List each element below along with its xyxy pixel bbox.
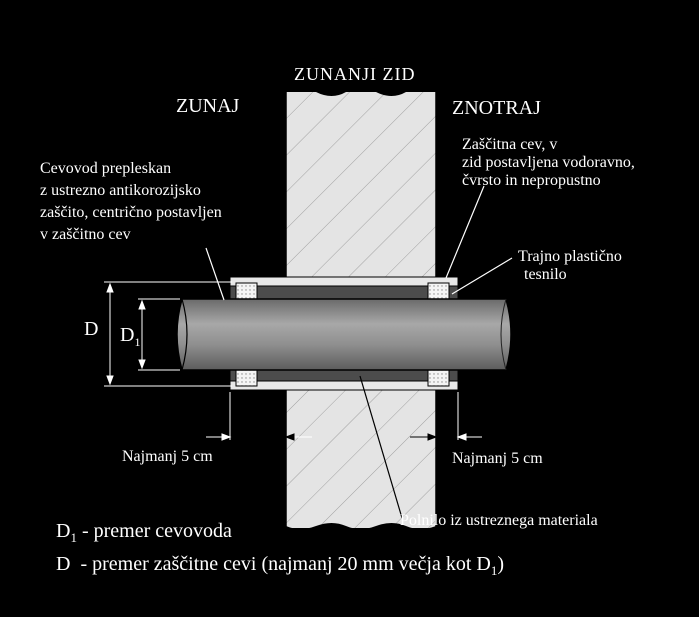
outside-label: ZUNAJ [176, 95, 240, 117]
min-distance-left [206, 392, 312, 441]
dimension-d [104, 281, 232, 387]
dim-d-label: D [84, 318, 99, 340]
leader-lines [205, 185, 513, 519]
plastic-seals [235, 282, 450, 387]
seal-label: Trajno plastično tesnilo [518, 248, 622, 283]
legend-d1: D1 - premer cevovoda [56, 520, 232, 545]
min-distance-right [410, 392, 482, 441]
pipeline [176, 298, 512, 371]
protective-pipe-label: Zaščitna cev, v zid postavljena vodoravn… [462, 136, 635, 189]
inside-label: ZNOTRAJ [452, 97, 541, 119]
pipeline-label: Cevovod prepleskan z ustrezno antikorozi… [40, 160, 222, 243]
filler-label: Polnilo iz ustreznega materiala [400, 512, 598, 529]
dimension-d1 [138, 298, 180, 371]
min-left-label: Najmanj 5 cm [122, 448, 213, 465]
min-right-label: Najmanj 5 cm [452, 450, 543, 467]
legend-d: D - premer zaščitne cevi (najmanj 20 mm … [56, 553, 505, 578]
wall-title: ZUNANJI ZID [294, 64, 416, 84]
dim-d1-label: D1 [120, 324, 141, 349]
